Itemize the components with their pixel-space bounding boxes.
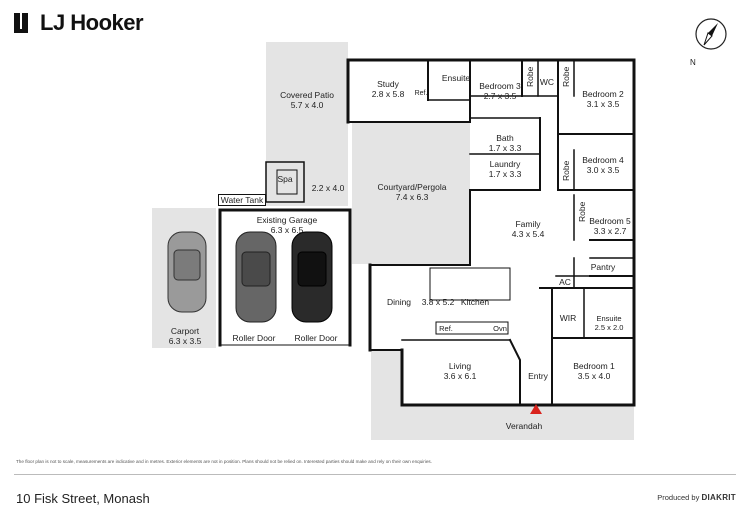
ensuite-top-label: Ensuite [441, 73, 471, 83]
lj-hooker-mark-icon [14, 13, 28, 33]
footer-divider [14, 474, 736, 475]
ref-study-label: Ref. [414, 90, 428, 97]
spa-label: Spa [277, 174, 293, 184]
kitchen-label: Kitchen [460, 297, 490, 307]
pantry-label: Pantry [590, 262, 616, 272]
car-garage-1 [235, 231, 277, 323]
ref-kitchen-label: Ref. [439, 324, 453, 333]
north-arrow-icon [695, 18, 727, 50]
producer-credit: Produced by DIAKRIT [657, 493, 736, 502]
car-garage-2 [291, 231, 333, 323]
covered-patio-area [266, 42, 348, 162]
lj-hooker-logo: LJ Hooker [12, 10, 144, 36]
wir-label: WIR [559, 313, 577, 323]
car-carport [167, 231, 207, 313]
wc-label: WC [539, 77, 555, 87]
robe-b2-label: Robe [561, 66, 571, 87]
entry-label: Entry [528, 371, 548, 381]
spa-area-label: 2.2 x 4.0 [311, 183, 345, 193]
ac-label: AC [559, 277, 571, 287]
kitchen-dims-label: 3.8 x 5.2 [421, 297, 455, 307]
roller-door-2-label: Roller Door [294, 333, 338, 343]
entry-marker-icon [530, 404, 542, 414]
dining-label: Dining [386, 297, 412, 307]
roller-door-1-label: Roller Door [232, 333, 276, 343]
water-tank-label: Water Tank [218, 194, 266, 206]
oven-label: Ovn [493, 324, 507, 333]
producer-name: DIAKRIT [701, 493, 736, 502]
verandah-label: Verandah [505, 421, 543, 431]
robe-b5-label: Robe [577, 201, 587, 222]
robe-b4-label: Robe [561, 160, 571, 181]
property-address: 10 Fisk Street, Monash [16, 491, 150, 506]
courtyard-area [352, 122, 470, 264]
spa-surround [266, 162, 348, 206]
producer-prefix: Produced by [657, 493, 700, 502]
north-label: N [690, 58, 696, 67]
disclaimer: The floor plan is not to scale, measurem… [16, 459, 432, 464]
brand-name: LJ Hooker [40, 10, 144, 35]
robe-b3-label: Robe [525, 66, 535, 87]
